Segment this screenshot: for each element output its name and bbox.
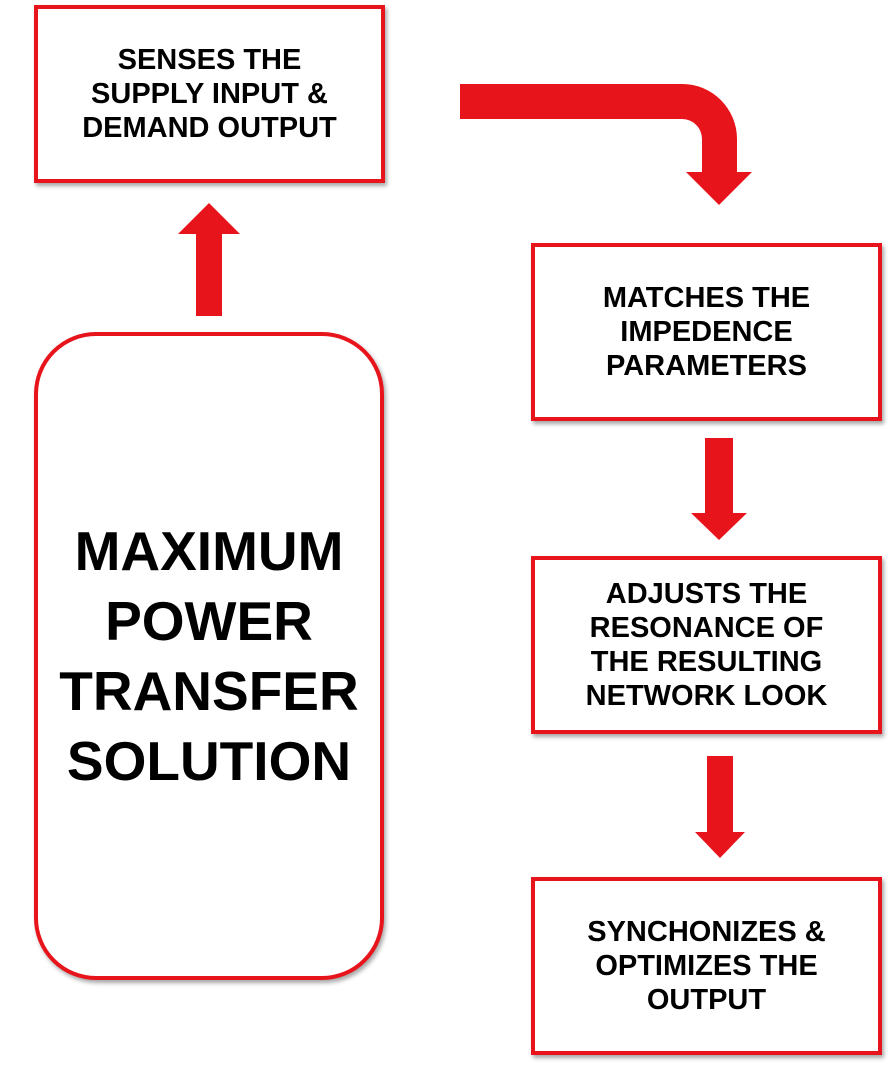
arrow-senses-to-matches (460, 84, 752, 205)
step-senses-label: SENSES THE SUPPLY INPUT & DEMAND OUTPUT (82, 44, 337, 144)
step-matches-box: MATCHES THE IMPEDENCE PARAMETERS (531, 243, 882, 421)
main-solution-label: MAXIMUM POWER TRANSFER SOLUTION (59, 520, 359, 792)
step-adjusts-label: ADJUSTS THE RESONANCE OF THE RESULTING N… (585, 578, 828, 712)
main-solution-box: MAXIMUM POWER TRANSFER SOLUTION (34, 332, 384, 980)
step-matches-label: MATCHES THE IMPEDENCE PARAMETERS (602, 282, 811, 382)
arrow-matches-to-adjusts (691, 438, 747, 540)
arrow-main-to-senses (178, 203, 240, 316)
arrow-adjusts-to-synchronizes (695, 756, 745, 858)
step-synchronizes-box: SYNCHONIZES & OPTIMIZES THE OUTPUT (531, 877, 882, 1055)
step-senses-box: SENSES THE SUPPLY INPUT & DEMAND OUTPUT (34, 5, 385, 183)
step-adjusts-box: ADJUSTS THE RESONANCE OF THE RESULTING N… (531, 556, 882, 734)
step-synchronizes-label: SYNCHONIZES & OPTIMIZES THE OUTPUT (587, 916, 826, 1016)
